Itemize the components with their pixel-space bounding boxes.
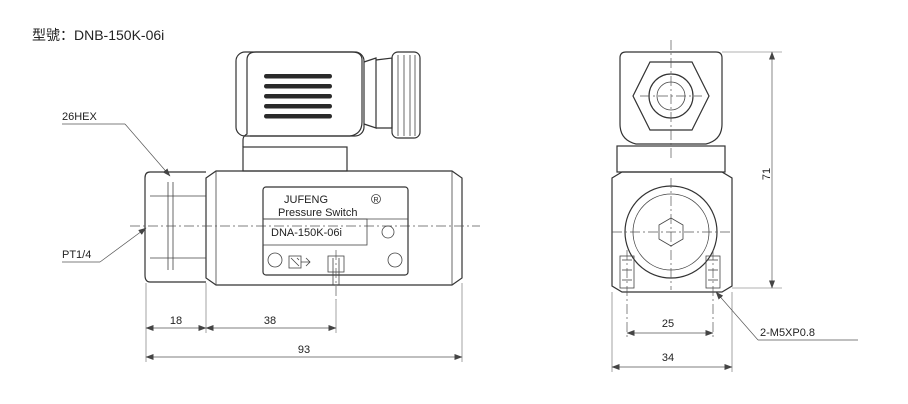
switch-body bbox=[130, 170, 480, 286]
mount-holes-label: 2-M5XP0.8 bbox=[760, 327, 815, 339]
front-view: JUFENG R Pressure Switch DNA-150K-06i bbox=[62, 51, 480, 362]
model-label: DNA-150K-06i bbox=[271, 227, 342, 239]
dim-34: 34 bbox=[662, 352, 674, 364]
registered-mark: R bbox=[373, 197, 378, 204]
hex-label: 26HEX bbox=[62, 111, 98, 123]
dim-93: 93 bbox=[298, 344, 310, 356]
port-label: PT1/4 bbox=[62, 249, 91, 261]
brand-label: JUFENG bbox=[284, 194, 328, 206]
side-body bbox=[611, 171, 733, 340]
adjustment-screw bbox=[327, 250, 345, 300]
dim-18: 18 bbox=[170, 315, 182, 327]
side-dimensions: 25 34 71 2-M5XP0.8 bbox=[611, 51, 858, 372]
cable-gland bbox=[363, 51, 421, 139]
product-label: Pressure Switch bbox=[278, 207, 357, 219]
nameplate: JUFENG R Pressure Switch DNA-150K-06i bbox=[262, 186, 409, 300]
dim-71: 71 bbox=[761, 168, 773, 180]
connector-cap bbox=[235, 51, 421, 172]
dim-25: 25 bbox=[662, 318, 674, 330]
dim-38: 38 bbox=[264, 315, 276, 327]
front-leaders: 26HEX PT1/4 bbox=[62, 111, 171, 263]
coil-grooves bbox=[264, 74, 332, 119]
side-view: 25 34 71 2-M5XP0.8 bbox=[611, 40, 858, 372]
side-connector bbox=[616, 40, 726, 173]
drawing-title: 型號：DNB-150K-06i bbox=[32, 27, 164, 43]
front-dimensions: 18 38 93 bbox=[145, 283, 463, 362]
mount-hole-right bbox=[705, 250, 721, 340]
pressure-switch-symbol bbox=[288, 255, 311, 269]
mount-hole-left bbox=[619, 250, 635, 340]
